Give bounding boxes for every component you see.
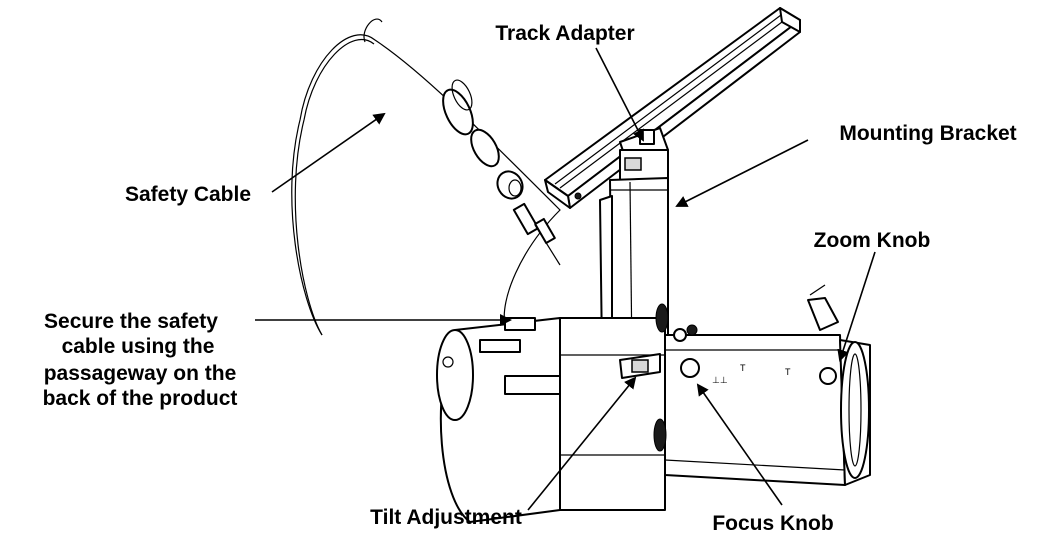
track-adapter-leader [595, 47, 644, 142]
leader-lines [255, 47, 876, 511]
secure-instruction-line1: Secure the safety [44, 310, 218, 333]
focus-knob-leader [696, 383, 783, 506]
tilt-adjustment-label: Tilt Adjustment [370, 506, 522, 529]
labels: Track Adapter Mounting Bracket Safety Ca… [43, 22, 1017, 535]
tilt-adjustment-leader [527, 376, 637, 511]
mounting-bracket-leader [675, 139, 809, 207]
svg-text:T: T [740, 363, 746, 373]
zoom-knob-label: Zoom Knob [814, 229, 931, 252]
safety-cable-part [291, 18, 561, 336]
zoom-knob-leader [837, 251, 876, 362]
track-adapter-part [619, 127, 669, 181]
focus-knob-part [680, 358, 700, 378]
secure-instruction-line3: passageway on the [44, 362, 237, 385]
secure-instruction-line4: back of the product [43, 387, 238, 410]
focus-knob-label: Focus Knob [712, 512, 833, 535]
mounting-bracket-label: Mounting Bracket [839, 122, 1016, 145]
safety-cable-label: Safety Cable [125, 183, 251, 206]
svg-text:T: T [785, 367, 791, 377]
track-adapter-label: Track Adapter [495, 22, 634, 45]
svg-text:⊥⊥: ⊥⊥ [712, 375, 728, 385]
safety-cable-leader [271, 112, 386, 193]
zoom-knob-part [819, 367, 837, 385]
fixture-body: ⊥⊥ T T [436, 284, 871, 523]
secure-instruction-line2: cable using the [62, 335, 215, 358]
